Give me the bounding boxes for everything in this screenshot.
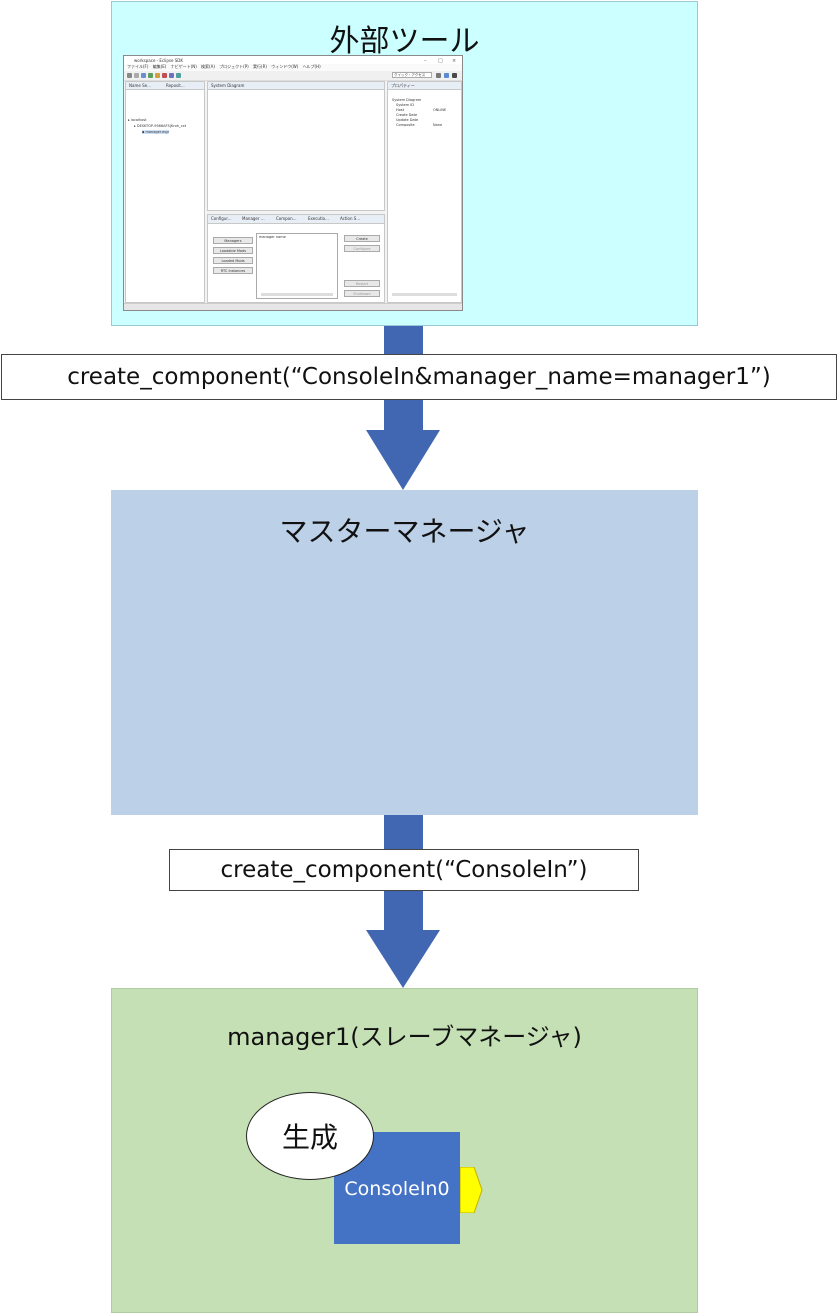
- configure-button: Configure: [344, 245, 380, 252]
- perspective-icon: [436, 73, 441, 78]
- toolbar: クイック・アクセス: [124, 71, 462, 81]
- property-row: System ID: [396, 103, 459, 108]
- window-title: workspace - Eclipse SDK: [134, 58, 183, 63]
- pane-tabs: プロパティー: [388, 82, 461, 90]
- create-component-call-2: create_component(“ConsoleIn”): [169, 849, 639, 891]
- tree-node-localhost: ▸ localhost: [128, 118, 147, 122]
- close-icon: ×: [452, 58, 457, 64]
- property-value: ONLINE: [433, 108, 447, 112]
- quick-access-field: クイック・アクセス: [392, 72, 432, 78]
- managers-button: Managers: [213, 237, 253, 244]
- stop-icon: [162, 73, 167, 78]
- shutdown-button: Shutdown: [344, 290, 380, 297]
- property-row: Update Date: [396, 118, 459, 123]
- new-icon: [127, 73, 132, 78]
- rtc-instances-button: RTC Instances: [213, 267, 253, 274]
- tab: Action S...: [340, 216, 361, 221]
- menu-item: 編集(E): [152, 64, 167, 69]
- status-bar: [124, 303, 462, 310]
- tab: Compon...: [276, 216, 297, 221]
- create-button: Create: [344, 235, 380, 242]
- maximize-icon: □: [438, 58, 443, 64]
- tool-icon: [176, 73, 181, 78]
- pane-tabs: Configur... Manager ... Compon... Execut…: [208, 215, 384, 224]
- property-key: Host: [396, 108, 404, 112]
- debug-icon: [155, 73, 160, 78]
- tab-system-diagram: System Diagram: [211, 83, 245, 88]
- outport-icon: [460, 1167, 483, 1213]
- menu-item: 実行(R): [253, 64, 267, 69]
- property-row: Host ONLINE: [396, 108, 459, 113]
- menu-item: プロジェクト(P): [219, 64, 249, 69]
- property-row: System Diagram: [392, 98, 459, 103]
- perspective-icon: [452, 73, 457, 78]
- name-service-pane: Name Se... Reposit... ▸ localhost ▸ DESK…: [125, 81, 205, 303]
- menu-item: ファイル(F): [127, 64, 149, 69]
- tool-icon: [141, 73, 146, 78]
- property-value: None: [433, 123, 443, 127]
- property-key: Create Date: [396, 113, 418, 117]
- eclipse-screenshot: workspace - Eclipse SDK – □ × ファイル(F) 編集…: [123, 55, 463, 311]
- property-key: System Diagram: [392, 98, 422, 102]
- property-key: Update Date: [396, 118, 419, 122]
- master-manager-title: マスターマネージャ: [279, 515, 530, 548]
- create-bubble: 生成: [246, 1092, 374, 1180]
- scrollbar: [261, 293, 333, 296]
- property-row: Create Date: [396, 113, 459, 118]
- tab-repository: Reposit...: [166, 83, 185, 88]
- property-key: System ID: [396, 103, 414, 107]
- component-label: ConsoleIn0: [344, 1178, 450, 1200]
- tool-icon: [169, 73, 174, 78]
- create-component-call-1: create_component(“ConsoleIn&manager_name…: [1, 354, 837, 400]
- pane-tabs: Name Se... Reposit...: [126, 82, 204, 90]
- loaded-mods-button: Loaded Mods: [213, 257, 253, 264]
- tab-name-service: Name Se...: [129, 83, 151, 88]
- tree-label: DESKTOP-9566AF5|Kroh_cxt: [136, 124, 187, 128]
- tab-properties: プロパティー: [391, 83, 415, 88]
- pane-tabs: System Diagram: [208, 82, 384, 90]
- save-icon: [134, 73, 139, 78]
- master-manager-box: マスターマネージャ: [111, 490, 698, 815]
- tab: Manager ...: [242, 216, 265, 221]
- tree-label: manager.mgr: [145, 130, 170, 134]
- property-row: Composite None: [396, 123, 459, 128]
- external-tool-title: 外部ツール: [329, 24, 480, 59]
- tab: Configur...: [211, 216, 232, 221]
- properties-pane: プロパティー System Diagram System ID Host ONLI…: [387, 81, 462, 303]
- tree-label: localhost: [130, 118, 147, 122]
- perspective-icon: [444, 73, 449, 78]
- tab: Executio...: [308, 216, 329, 221]
- menu-item: ヘルプ(H): [302, 64, 321, 69]
- manager-control-pane: Configur... Manager ... Compon... Execut…: [207, 214, 385, 303]
- menu-item: ウィンドウ(W): [271, 64, 299, 69]
- slave-manager-title: manager1(スレーブマネージャ): [227, 1023, 582, 1051]
- run-icon: [148, 73, 153, 78]
- property-key: Composite: [396, 123, 415, 127]
- menu-item: 検索(A): [201, 64, 215, 69]
- menu-item: ナビゲート(N): [170, 64, 197, 69]
- tree-node-manager: ▪ manager.mgr: [142, 130, 170, 134]
- loadable-mods-button: Loadable Mods: [213, 247, 253, 254]
- arrow-head: [366, 930, 440, 988]
- tree-node-host: ▸ DESKTOP-9566AF5|Kroh_cxt: [134, 124, 187, 128]
- restart-button: Restart: [344, 280, 380, 287]
- menu-bar: ファイル(F) 編集(E) ナビゲート(N) 検索(A) プロジェクト(P) 実…: [124, 64, 462, 71]
- arrow-head: [366, 430, 440, 490]
- minimize-icon: –: [424, 58, 427, 64]
- scrollbar: [392, 293, 457, 296]
- system-diagram-pane: System Diagram: [207, 81, 385, 211]
- manager-list: manager name: [256, 233, 338, 299]
- list-header: manager name: [259, 235, 286, 239]
